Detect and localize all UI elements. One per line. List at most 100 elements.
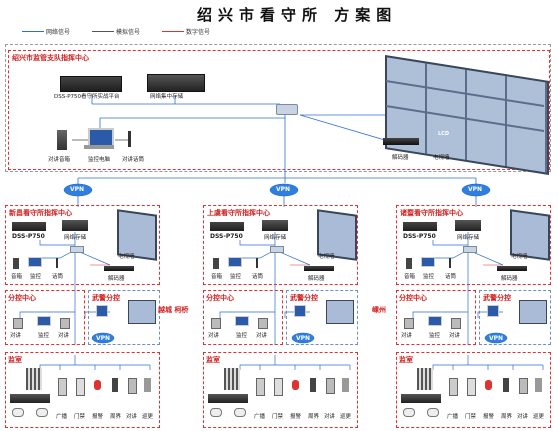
sub-center-title: 分控中心 bbox=[8, 294, 36, 302]
intercom-icon bbox=[13, 318, 23, 329]
branch-device-label: 监控 bbox=[423, 274, 435, 280]
storage-array-icon bbox=[62, 220, 88, 231]
dome-camera-icon bbox=[210, 408, 222, 417]
dome-camera-icon bbox=[12, 408, 24, 417]
legend-line-network bbox=[22, 31, 44, 32]
cell-device-label: 报警 bbox=[290, 414, 302, 420]
cell-device-label: 巡更 bbox=[533, 414, 545, 420]
branch-tvwall-label: 电视墙 bbox=[118, 254, 135, 260]
cell-device-label: 巡更 bbox=[340, 414, 352, 420]
hq-title: 绍兴市监管支队指挥中心 bbox=[12, 54, 89, 62]
dome-camera-icon bbox=[427, 408, 439, 417]
perimeter-icon bbox=[112, 378, 118, 392]
armed-sub-control bbox=[286, 290, 358, 345]
cell-device-label: 报警 bbox=[483, 414, 495, 420]
branch-platform-label: DSS-P750 bbox=[210, 233, 243, 240]
intercom-icon bbox=[60, 318, 70, 329]
dome-camera-icon bbox=[36, 408, 48, 417]
decoder-icon bbox=[383, 138, 419, 145]
nvr-icon bbox=[401, 394, 441, 403]
armed-sub-title: 武警分控 bbox=[290, 294, 318, 302]
cell-title: 监室 bbox=[8, 356, 22, 364]
armed-vpn-label: VPN bbox=[489, 335, 504, 342]
microphone-icon bbox=[449, 258, 451, 268]
branch-platform-label: DSS-P750 bbox=[12, 233, 45, 240]
cell-title: 监室 bbox=[206, 356, 220, 364]
branch-center-title: 诸暨看守所指挥中心 bbox=[400, 209, 463, 217]
patrol-icon bbox=[144, 378, 151, 392]
legend-analog-label: 模拟信号 bbox=[116, 29, 141, 36]
sub-center-title: 分控中心 bbox=[206, 294, 234, 302]
hq-platform-label: DSS-P750看守所实战平台 bbox=[54, 94, 120, 100]
access-control-icon bbox=[467, 378, 476, 396]
cell-device-label: 报警 bbox=[92, 414, 104, 420]
core-switch-icon bbox=[276, 104, 298, 115]
decoder-icon bbox=[497, 266, 527, 271]
page-title: 绍兴市看守所 方案图 bbox=[197, 6, 398, 24]
branch-device-label: 音箱 bbox=[211, 274, 223, 280]
intercom-icon bbox=[519, 378, 528, 394]
branch-center-title: 新昌看守所指挥中心 bbox=[9, 209, 72, 217]
branch-device-label: 音箱 bbox=[11, 274, 23, 280]
monitor-pc-icon bbox=[421, 257, 435, 267]
storage-array-icon bbox=[147, 74, 205, 92]
tv-wall-icon bbox=[326, 300, 354, 324]
cell-device-label: 广播 bbox=[254, 414, 266, 420]
branch-decoder-label: 解码器 bbox=[308, 276, 325, 282]
sub-device-label: 对讲 bbox=[58, 333, 70, 339]
branch-command-center bbox=[396, 205, 551, 285]
patrol-icon bbox=[342, 378, 349, 392]
perimeter-icon bbox=[503, 378, 509, 392]
branch-storage-label: 网络存储 bbox=[457, 235, 480, 241]
sub-device-label: 对讲 bbox=[401, 333, 413, 339]
sub-device-label: 对讲 bbox=[256, 333, 268, 339]
cell-device-label: 巡更 bbox=[142, 414, 154, 420]
branch-decoder-label: 解码器 bbox=[108, 276, 125, 282]
alarm-icon bbox=[292, 380, 299, 390]
microphone-icon bbox=[56, 258, 58, 268]
hq-monitor-pc-label: 监控电脑 bbox=[88, 157, 111, 163]
branch-tvwall-label: 电视墙 bbox=[511, 254, 528, 260]
sub-control-center bbox=[396, 290, 476, 345]
tv-wall-icon bbox=[519, 300, 547, 324]
branch-device-label: 监控 bbox=[230, 274, 242, 280]
hq-storage-label: 网络集中存储 bbox=[150, 94, 184, 100]
branch-command-center bbox=[203, 205, 358, 285]
sub-control-center bbox=[5, 290, 85, 345]
cell-device-label: 门禁 bbox=[74, 414, 86, 420]
branch-command-center bbox=[5, 205, 160, 285]
platform-server-icon bbox=[12, 222, 46, 231]
armed-vpn-label: VPN bbox=[96, 335, 111, 342]
hq-command-center bbox=[8, 50, 550, 170]
vpn-label: VPN bbox=[276, 186, 291, 193]
sub-control-center bbox=[203, 290, 283, 345]
sub-center-title: 分控中心 bbox=[399, 294, 427, 302]
speaker-icon bbox=[213, 258, 219, 269]
branch-storage-label: 网络存储 bbox=[64, 235, 87, 241]
speaker-icon bbox=[13, 258, 19, 269]
monitor-pc-icon bbox=[428, 316, 442, 326]
branch-device-label: 话筒 bbox=[52, 274, 64, 280]
decoder-icon bbox=[304, 266, 334, 271]
cell-area bbox=[203, 352, 358, 428]
armed-sub-control bbox=[88, 290, 160, 345]
vpn-label: VPN bbox=[468, 186, 483, 193]
cell-door-icon bbox=[224, 368, 240, 390]
broadcast-icon bbox=[58, 378, 67, 396]
cell-door-icon bbox=[26, 368, 42, 390]
monitor-pc-icon bbox=[294, 305, 306, 317]
access-control-icon bbox=[274, 378, 283, 396]
branch-device-label: 话筒 bbox=[445, 274, 457, 280]
side-city-label: 嵊州 bbox=[372, 306, 386, 314]
legend-digital-label: 数字信号 bbox=[186, 29, 211, 36]
monitor-pc-icon bbox=[37, 316, 51, 326]
armed-sub-title: 武警分控 bbox=[483, 294, 511, 302]
sub-device-label: 对讲 bbox=[10, 333, 22, 339]
access-control-icon bbox=[76, 378, 85, 396]
legend-network-label: 网络信号 bbox=[46, 29, 71, 36]
dome-camera-icon bbox=[403, 408, 415, 417]
cell-area bbox=[396, 352, 551, 428]
storage-array-icon bbox=[455, 220, 481, 231]
intercom-icon bbox=[128, 378, 137, 394]
